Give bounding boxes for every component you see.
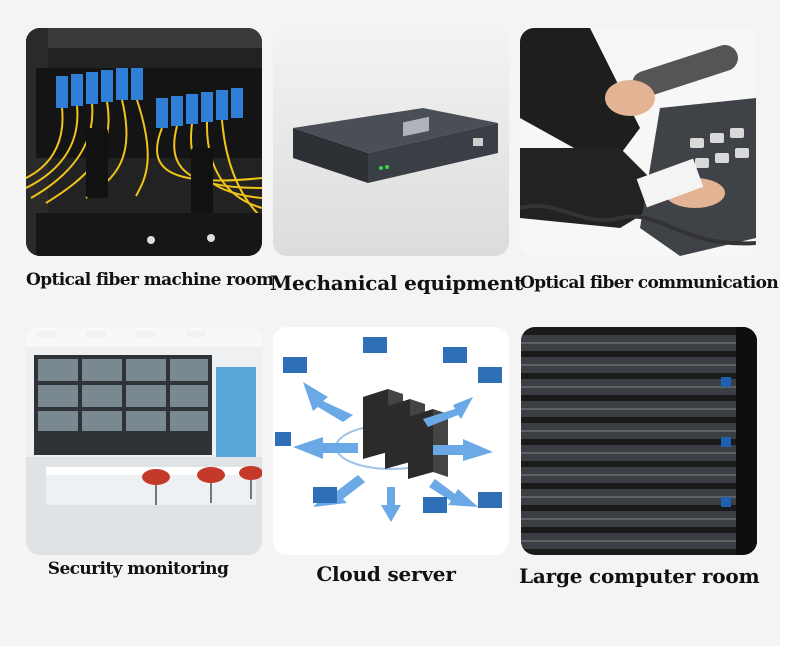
- cloud-server-illustration: [273, 327, 509, 555]
- fiber-communication-photo: [520, 28, 756, 256]
- large-computer-room-photo: [521, 327, 757, 555]
- caption-large-computer-room: Large computer room: [519, 564, 760, 588]
- caption-fiber-machine-room: Optical fiber machine room: [26, 270, 274, 290]
- fiber-machine-room-photo: [26, 28, 262, 256]
- mechanical-equipment-photo: [273, 28, 509, 256]
- caption-security-monitoring: Security monitoring: [47, 559, 229, 579]
- page-margin: [780, 0, 790, 646]
- caption-cloud-server: Cloud server: [316, 562, 456, 586]
- caption-fiber-communication: Optical fiber communication: [520, 273, 779, 293]
- caption-mechanical-equipment: Mechanical equipment: [270, 271, 523, 295]
- security-monitoring-photo: [26, 327, 262, 555]
